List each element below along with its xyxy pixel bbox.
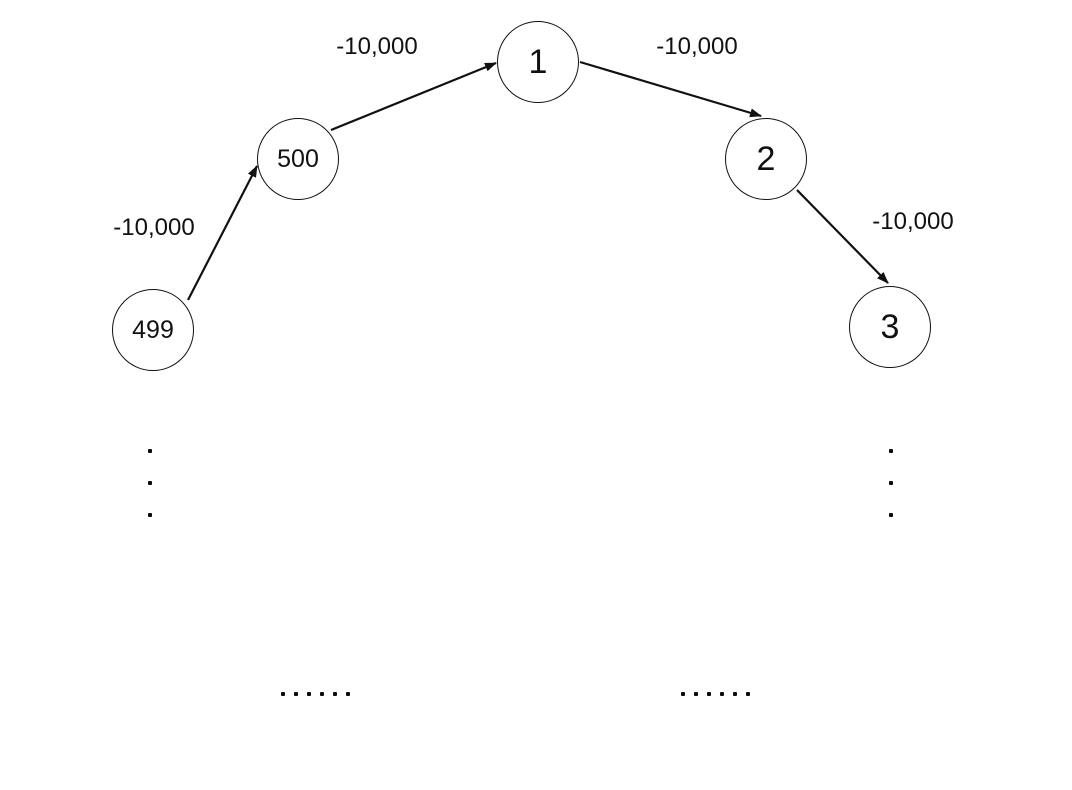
node-2-label: 2 — [756, 140, 776, 178]
edge-arrow-1-to-2 — [579, 60, 762, 118]
edge-arrow-2-to-3 — [796, 189, 889, 284]
node-500: 500 — [257, 118, 339, 200]
ellipsis-dot — [694, 692, 698, 696]
edge-arrow-500-to-1 — [330, 61, 497, 132]
edge-weight-2-3: -10,000 — [872, 208, 954, 235]
ellipsis-dot — [320, 692, 324, 696]
ellipsis-dot — [307, 692, 311, 696]
ellipsis-dot — [148, 481, 152, 485]
edge-weight-500-1: -10,000 — [336, 33, 418, 60]
ellipsis-dot — [333, 692, 337, 696]
node-3-label: 3 — [880, 308, 900, 346]
vertical-ellipsis-right — [889, 449, 893, 517]
node-3: 3 — [849, 286, 931, 368]
ellipsis-dot — [720, 692, 724, 696]
ellipsis-dot — [148, 513, 152, 517]
ellipsis-dot — [733, 692, 737, 696]
node-499: 499 — [112, 289, 194, 371]
ellipsis-dot — [346, 692, 350, 696]
node-499-label: 499 — [132, 315, 174, 344]
ellipsis-dot — [681, 692, 685, 696]
ellipsis-dot — [889, 449, 893, 453]
ellipsis-dot — [889, 481, 893, 485]
ellipsis-dot — [707, 692, 711, 696]
edge-arrow-499-to-500 — [187, 165, 258, 301]
vertical-ellipsis-left — [148, 449, 152, 517]
ellipsis-dot — [889, 513, 893, 517]
node-2: 2 — [725, 118, 807, 200]
horizontal-ellipsis-right — [681, 692, 750, 696]
ellipsis-dot — [281, 692, 285, 696]
node-1: 1 — [497, 21, 579, 103]
edge-weight-1-2: -10,000 — [656, 33, 738, 60]
edge-weight-499-500: -10,000 — [113, 214, 195, 241]
horizontal-ellipsis-left — [281, 692, 350, 696]
ellipsis-dot — [148, 449, 152, 453]
node-500-label: 500 — [277, 144, 319, 173]
ellipsis-dot — [294, 692, 298, 696]
node-1-label: 1 — [528, 43, 548, 81]
ellipsis-dot — [746, 692, 750, 696]
